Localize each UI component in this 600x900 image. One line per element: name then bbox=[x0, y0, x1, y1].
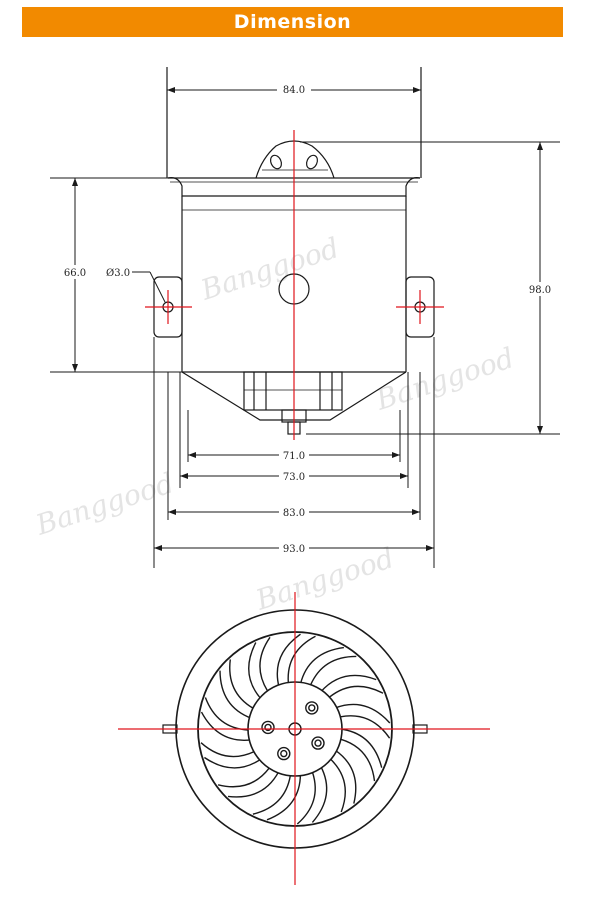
fan-blade-edge bbox=[259, 636, 271, 692]
hub-hole-inner bbox=[264, 723, 272, 732]
fan-blade-edge bbox=[287, 635, 316, 683]
watermark-1: Banggood bbox=[196, 231, 343, 307]
fan-blade bbox=[204, 756, 262, 769]
tail-cone bbox=[181, 371, 407, 421]
dim-label-73: 73.0 bbox=[283, 472, 305, 483]
dim-label-71: 71.0 bbox=[283, 451, 305, 462]
fan-blade bbox=[334, 703, 391, 724]
fan-blade bbox=[334, 749, 357, 804]
dim-label-98: 98.0 bbox=[529, 285, 551, 296]
dim-label-84: 84.0 bbox=[283, 85, 305, 96]
hub-hole-inner bbox=[314, 739, 322, 747]
hub-hole-inner bbox=[308, 704, 316, 712]
dim-label-83: 83.0 bbox=[283, 508, 305, 519]
fan-blade-edge bbox=[340, 738, 376, 782]
fan-blade bbox=[266, 773, 302, 821]
watermarks: Banggood Banggood Banggood Banggood bbox=[31, 231, 518, 617]
watermark-2: Banggood bbox=[371, 341, 518, 417]
fan-blade-edge bbox=[200, 742, 255, 758]
fan-blade bbox=[227, 770, 280, 798]
motor-block bbox=[243, 371, 343, 411]
fan-blade-edge bbox=[229, 659, 254, 709]
dim-label-93: 93.0 bbox=[283, 544, 305, 555]
dim-label-66: 66.0 bbox=[64, 268, 86, 279]
fan-blade bbox=[299, 646, 344, 685]
dim-label-hole: Ø3.0 bbox=[106, 268, 130, 279]
fan-blade-edge bbox=[310, 655, 357, 685]
fan-blade-edge bbox=[340, 715, 391, 739]
hub-hole bbox=[305, 701, 319, 715]
fan-blade bbox=[339, 728, 383, 768]
hub-holes bbox=[261, 701, 325, 761]
side-centerlines bbox=[145, 130, 444, 440]
watermark-3: Banggood bbox=[31, 466, 178, 542]
fan-blade bbox=[248, 642, 262, 700]
nose-hole bbox=[305, 154, 319, 170]
front-centerlines bbox=[118, 592, 490, 885]
watermark-4: Banggood bbox=[251, 541, 398, 617]
fan-blade-edge bbox=[217, 767, 270, 788]
header-bar: Dimension bbox=[22, 7, 563, 37]
hub-hole-inner bbox=[280, 749, 288, 758]
fan-blade bbox=[219, 670, 252, 719]
fan-blades bbox=[200, 633, 391, 825]
fan-blade-edge bbox=[252, 775, 291, 815]
nose-cone bbox=[255, 140, 335, 179]
fan-blade bbox=[320, 674, 377, 693]
hub-hole bbox=[277, 746, 291, 761]
fan-blade bbox=[200, 711, 252, 741]
fan-blade-edge bbox=[329, 685, 384, 698]
fan-blade bbox=[311, 765, 328, 823]
nose-hole bbox=[269, 154, 283, 170]
fan-blade-edge bbox=[296, 772, 316, 825]
fan-blade bbox=[276, 633, 301, 688]
fan-blade-edge bbox=[330, 758, 346, 813]
dimension-labels: 84.0 66.0 Ø3.0 98.0 71.0 73.0 83.0 93.0 bbox=[62, 83, 553, 555]
header-title: Dimension bbox=[233, 11, 352, 33]
hub-hole bbox=[311, 736, 325, 750]
hub-hole bbox=[261, 720, 275, 735]
